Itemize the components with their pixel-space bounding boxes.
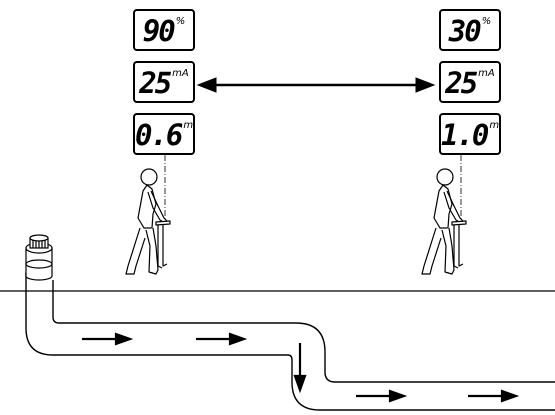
readout-value: 0.6 xyxy=(134,118,183,152)
walking-operator-icon xyxy=(125,168,171,275)
readout-unit: m xyxy=(183,120,194,131)
buried-cable xyxy=(25,272,555,411)
readout-unit: % xyxy=(481,16,492,27)
readout-unit: m xyxy=(489,120,500,131)
readout-value: 90 xyxy=(142,14,176,48)
readout-value: 25 xyxy=(445,66,478,100)
left-depth-readout: 0.6 m xyxy=(133,113,195,155)
cable-connector-icon xyxy=(25,234,53,281)
left-current-readout: 25 mA xyxy=(133,61,195,103)
readout-value: 30 xyxy=(448,14,482,48)
readout-unit: % xyxy=(175,16,186,27)
readout-unit: mA xyxy=(478,68,495,79)
readout-unit: mA xyxy=(172,68,189,79)
buried-cable-inner-wall xyxy=(52,280,555,383)
right-current-readout: 25 mA xyxy=(439,61,501,103)
readout-value: 1.0 xyxy=(440,118,489,152)
flow-arrow-icon xyxy=(82,332,520,403)
left-signal-strength-readout: 90 % xyxy=(133,9,195,51)
right-depth-readout: 1.0 m xyxy=(439,113,501,155)
right-signal-strength-readout: 30 % xyxy=(439,9,501,51)
walking-operator-icon xyxy=(421,168,467,275)
double-headed-arrow-icon xyxy=(196,77,436,93)
readout-value: 25 xyxy=(139,66,172,100)
